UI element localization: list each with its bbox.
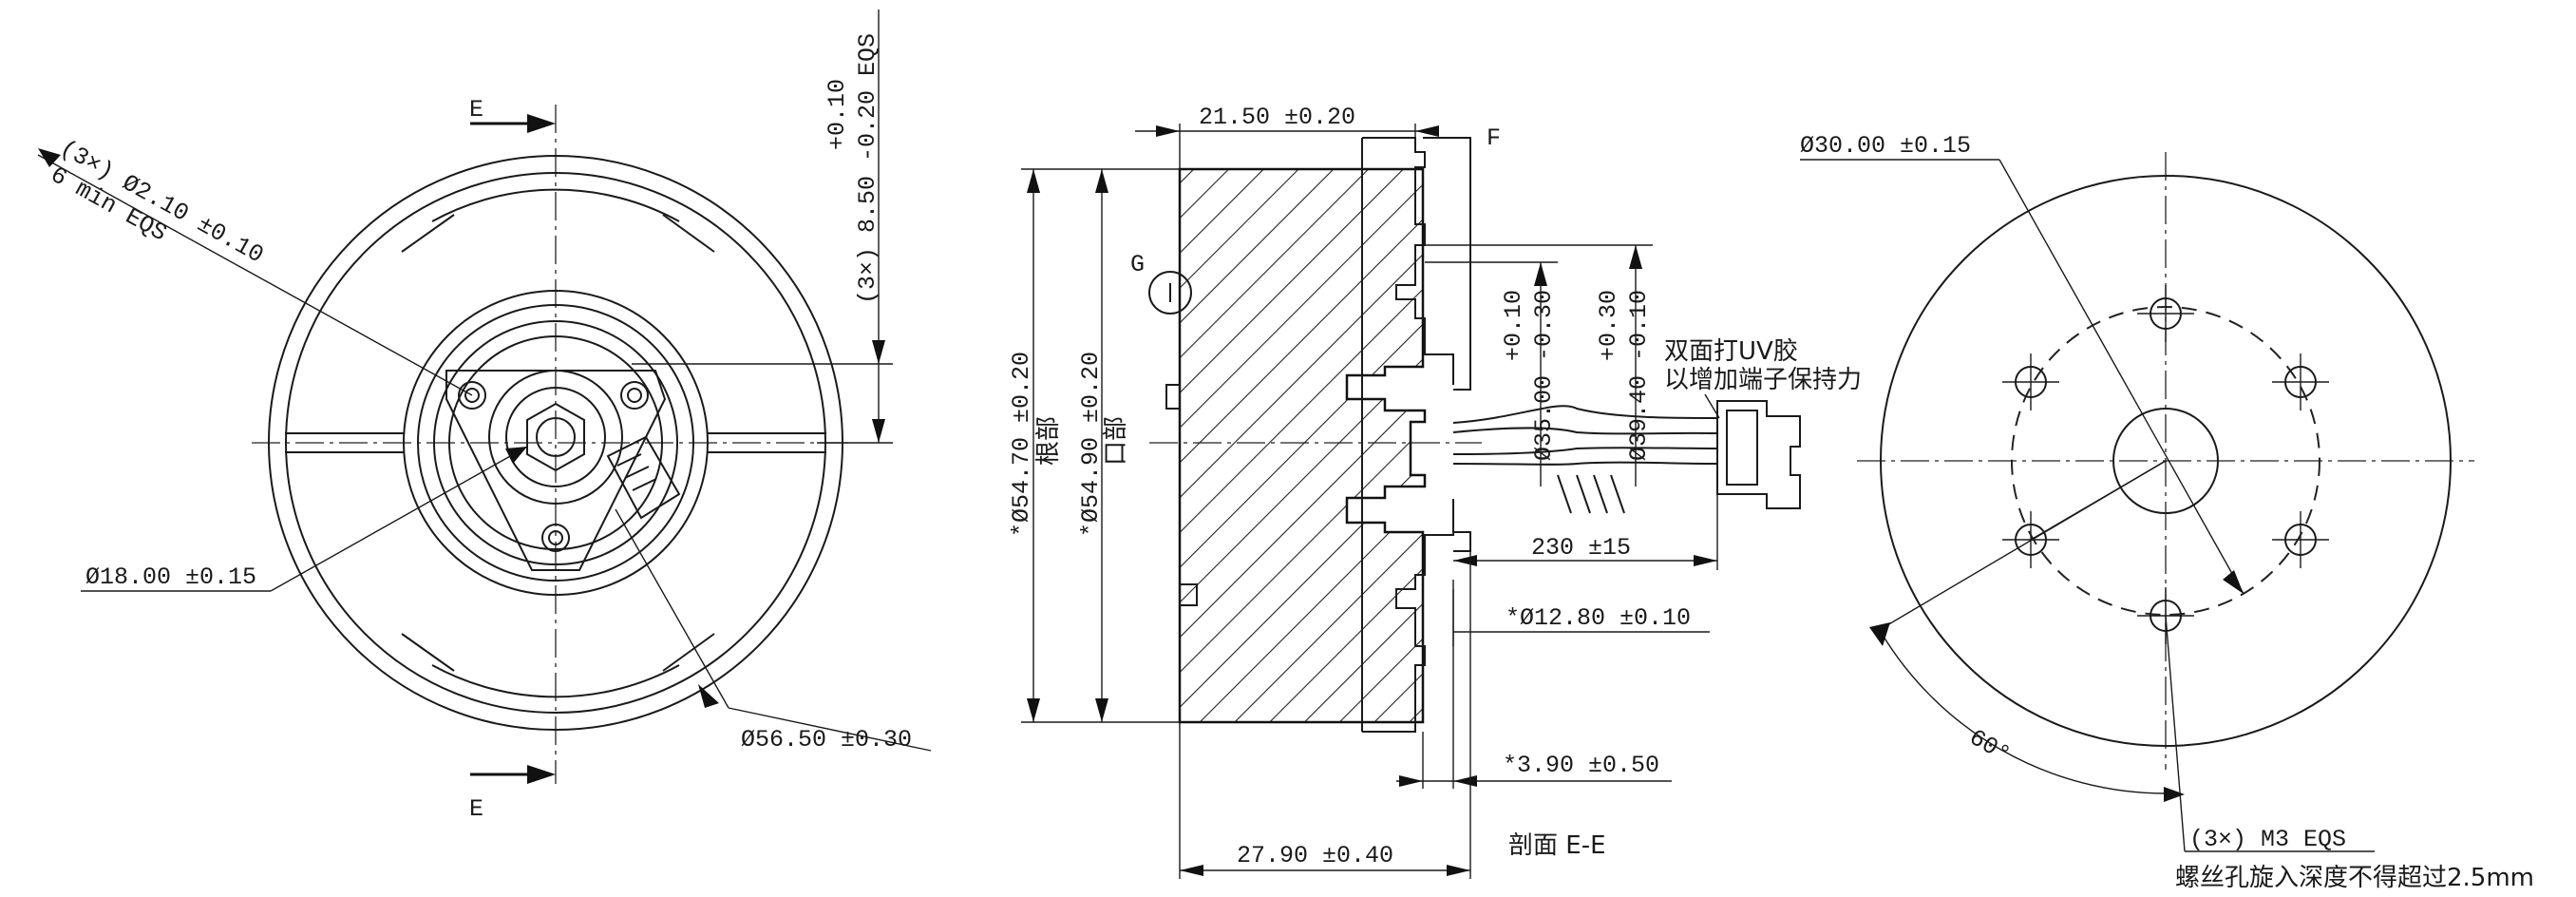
section-notch-left-bot: [1179, 583, 1198, 606]
label-root: 根部: [1034, 416, 1063, 466]
angle-arc: [1880, 631, 2167, 794]
thread-note: (3×) M3 EQS: [2189, 826, 2346, 853]
section-arrow-bottom-head: [527, 765, 556, 784]
dim-top-arrow-r: [1415, 125, 1439, 137]
left-hub-mid: [505, 387, 606, 487]
dim390-arrow-r: [1453, 775, 1477, 787]
dia39-label: Ø39.40 -0.10: [1625, 290, 1653, 461]
depth-arrow-top: [872, 340, 885, 364]
dia18-label: Ø18.00 ±0.15: [85, 563, 256, 591]
left-triangle-plate: [445, 370, 667, 571]
thread-leader: [2165, 615, 2186, 852]
dia18-arrow: [505, 447, 527, 464]
section-plug: [1716, 400, 1801, 509]
label-g: G: [1130, 251, 1145, 278]
left-connector: [606, 435, 681, 520]
hole-note-arrow: [38, 148, 61, 167]
dia56-label: Ø56.50 ±0.30: [741, 726, 912, 754]
dia35-label: Ø35.00 -0.30: [1530, 290, 1558, 461]
cable-length-label: 230 ±15: [1531, 534, 1631, 562]
pcd-arrow: [2223, 570, 2244, 594]
left-screw-holes: [458, 381, 649, 552]
glue-note-leader: [1704, 393, 1720, 419]
dim-bottom-label: 27.90 ±0.40: [1237, 842, 1393, 869]
section-mark-bottom: E: [469, 795, 483, 823]
left-hub-bore: [536, 417, 576, 457]
dia12-label: *Ø12.80 ±0.10: [1506, 604, 1691, 632]
left-spokes: [285, 188, 826, 698]
depth-arrow-bottom: [872, 419, 885, 443]
dia54-70-arrow-bot: [1027, 698, 1040, 722]
left-hub-outer: [488, 370, 623, 505]
section-cable: [1452, 405, 1718, 514]
thread-depth-note: 螺丝孔旋入深度不得超过2.5mm: [2175, 864, 2534, 892]
label-f: F: [1487, 124, 1501, 152]
dia54-70-arrow-top: [1027, 169, 1040, 193]
dia18-leader-diag: [270, 446, 528, 592]
dim-top-arrow-l: [1156, 125, 1180, 137]
glue-note-line1: 双面打UV胶: [1664, 337, 1798, 366]
left-ring-6: [448, 335, 663, 550]
left-hub-hex: [526, 402, 585, 472]
dia56-leader-h: [728, 707, 932, 752]
section-flange-right-bot: [1453, 531, 1471, 552]
dim-bottom-arrow-r: [1447, 865, 1470, 876]
depth-tol-upper: +0.10: [824, 79, 851, 150]
hole-note-leader: [37, 154, 473, 396]
dia56-arrow: [698, 684, 719, 708]
dim390-arrow-l: [1399, 775, 1423, 787]
cable-dim-arrow-l: [1453, 555, 1477, 566]
dim390-label: *3.90 ±0.50: [1503, 752, 1659, 779]
depth-note: (3×) 8.50 -0.20 EQS: [854, 33, 881, 304]
section-mark-top: E: [469, 96, 483, 124]
dia39-tol-upper: +0.30: [1595, 290, 1622, 361]
dia54-90-arrow-bot: [1095, 698, 1108, 722]
section-flange-bottom: [1362, 499, 1454, 733]
section-arrow-top-head: [527, 114, 556, 133]
section-flange: [1362, 137, 1454, 385]
dia35-tol-upper: +0.10: [1500, 290, 1527, 361]
dia54-70-label: *Ø54.70 ±0.20: [1008, 352, 1035, 537]
detail-g-circle: [1148, 271, 1192, 315]
angle-arrow-2: [2164, 787, 2185, 802]
section-view: F G 21.50 ±0.20 *Ø54.70 ±0.20 根部 *Ø54.90…: [1008, 104, 1862, 879]
angle-arrow-1: [1869, 622, 1890, 646]
label-mouth: 口部: [1102, 416, 1130, 466]
left-ring-4: [417, 304, 694, 582]
pcd-leader-diag: [1998, 159, 2245, 595]
section-flange-right-top: [1423, 137, 1471, 391]
dim-bottom-arrow-l: [1180, 865, 1203, 876]
left-view: E E (3×) Ø2.10 ±0.10 6 min EQS +0.10 (3×…: [37, 10, 932, 823]
dia54-90-label: *Ø54.90 ±0.20: [1077, 352, 1105, 537]
cable-dim-arrow-r: [1694, 555, 1717, 566]
section-title: 剖面 E-E: [1508, 831, 1606, 860]
angle-line-2: [1875, 460, 2167, 633]
right-view: Ø30.00 ±0.15 60° (3×) M3 EQS 螺丝孔旋入深度不得超过…: [1800, 132, 2534, 892]
dia39-arrow-top: [1629, 245, 1642, 269]
pcd-label: Ø30.00 ±0.15: [1800, 132, 1971, 160]
dia35-arrow-top: [1534, 262, 1547, 286]
left-ring-5: [433, 320, 678, 565]
left-ring-3: [403, 290, 709, 596]
dia54-90-arrow-top: [1095, 169, 1108, 193]
dim-top-label: 21.50 ±0.20: [1199, 104, 1355, 131]
glue-note-line2: 以增加端子保持力: [1664, 366, 1862, 394]
section-body: [1178, 167, 1427, 724]
dia56-leader: [615, 508, 729, 709]
section-notch-left-top: [1165, 384, 1181, 410]
